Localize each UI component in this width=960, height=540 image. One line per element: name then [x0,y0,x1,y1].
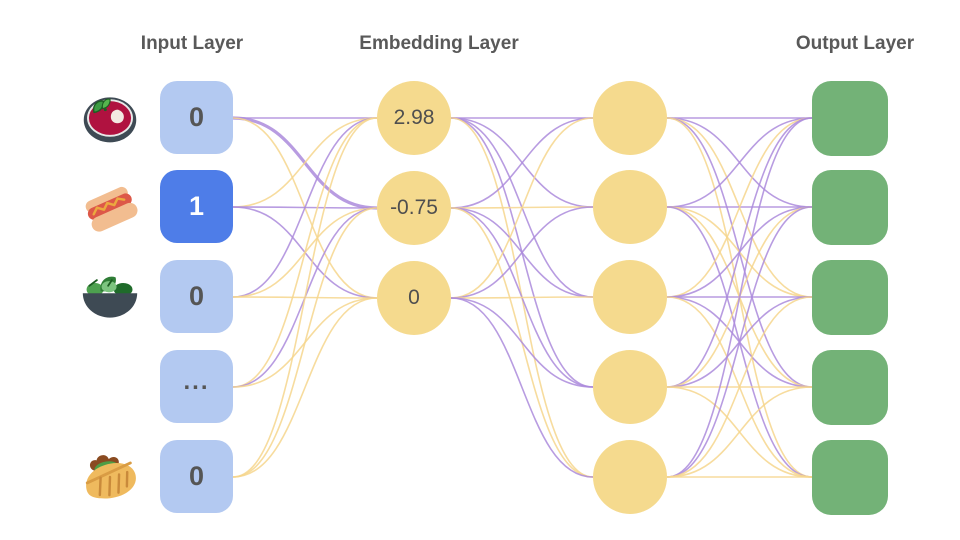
hidden-node-5 [593,440,667,514]
edge-emb3-hidden1 [450,117,594,299]
edge-hidden3-output1 [666,117,813,298]
edge-hidden2-output1 [666,117,813,208]
hidden-node-3 [593,260,667,334]
embedding-layer-title: Embedding Layer [359,33,519,54]
soup-bowl-icon [80,88,140,148]
edge-input3-emb1 [232,117,378,298]
edge-hidden5-output4 [666,386,813,478]
edge-hidden5-output1 [666,117,813,478]
edge-emb3-hidden3 [450,296,594,299]
edge-input5-emb1 [232,117,378,478]
output-node-4 [812,349,888,425]
edge-emb3-hidden5 [450,297,594,478]
output-node-3 [812,259,888,335]
input-node-hotdog: 1 [160,170,233,243]
salad-icon [80,267,140,327]
edge-input4-emb1 [232,117,378,388]
output-node-5 [812,439,888,515]
edge-hidden5-output2 [666,206,813,478]
edge-input2-emb1 [232,117,378,208]
stuffed-flatbread-icon [80,447,140,507]
embedding-node-2: -0.75 [377,171,451,245]
output-layer-title: Output Layer [795,33,915,54]
input-node-soup: 0 [160,81,233,154]
edge-hidden5-output3 [666,296,813,478]
input-node-salad: 0 [160,260,233,333]
hidden-node-1 [593,81,667,155]
edge-emb3-hidden4 [450,297,594,388]
output-node-2 [812,169,888,245]
embedding-node-3: 0 [377,261,451,335]
hot-dog-icon [80,177,140,237]
input-node-flatbread: 0 [160,440,233,513]
hidden-node-4 [593,350,667,424]
input-layer-title: Input Layer [140,33,244,54]
edge-hidden4-output1 [666,117,813,388]
input-node-ellipsis: ... [160,350,233,423]
edge-input5-emb2 [232,207,378,478]
edge-emb3-hidden2 [450,206,594,299]
edge-emb2-hidden1 [450,117,594,209]
embedding-node-1: 2.98 [377,81,451,155]
edge-input5-emb3 [232,297,378,478]
hidden-node-2 [593,170,667,244]
output-node-1 [812,80,888,156]
